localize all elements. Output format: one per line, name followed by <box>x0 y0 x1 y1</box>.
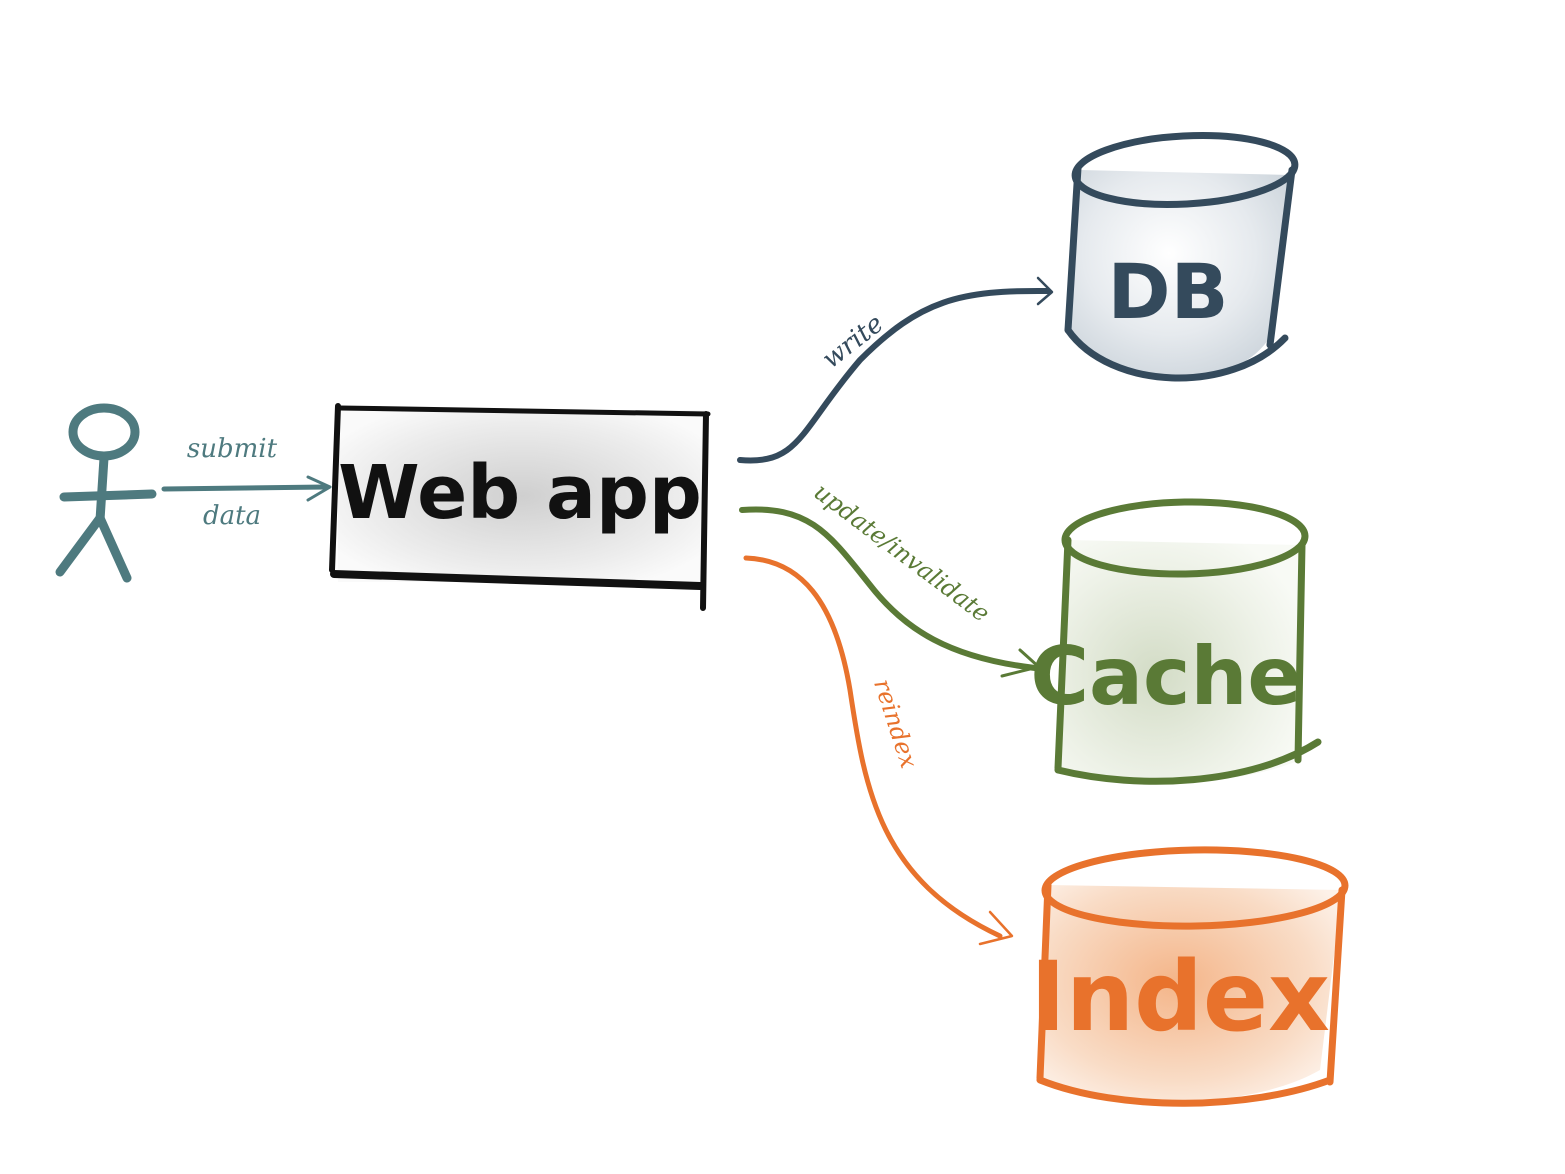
update-invalidate-label: update/invalidate <box>809 478 995 628</box>
cache-cylinder <box>1054 498 1322 785</box>
submit-data-edge <box>161 475 332 502</box>
data-label: data <box>203 501 261 531</box>
user-actor-icon <box>55 403 157 583</box>
index-cylinder <box>1036 846 1349 1107</box>
index-label: Index <box>1030 941 1330 1053</box>
db-cylinder <box>1064 132 1299 382</box>
cache-label: Cache <box>1030 630 1301 723</box>
submit-label: submit <box>187 434 278 464</box>
reindex-edge <box>743 555 1014 946</box>
web-app-label: Web app <box>338 450 702 536</box>
write-edge <box>737 276 1054 464</box>
reindex-label: reindex <box>868 675 923 772</box>
update-invalidate-edge <box>739 506 1042 678</box>
db-label: DB <box>1107 247 1228 336</box>
web-app-box <box>329 403 711 611</box>
